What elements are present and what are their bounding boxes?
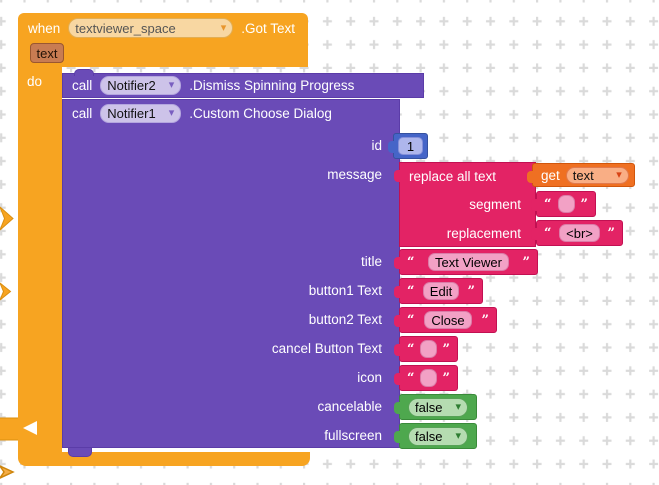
offscreen-block-arrow-middle[interactable] xyxy=(0,282,12,301)
component-dropdown-value: Notifier1 xyxy=(107,105,156,121)
arg-label-message: message xyxy=(327,167,382,182)
replacement-label: replacement xyxy=(446,226,521,241)
boolean-block-cancelable[interactable]: false ▾ xyxy=(394,394,477,420)
component-dropdown-notifier1[interactable]: Notifier1 ▾ xyxy=(100,103,182,123)
chevron-down-icon: ▾ xyxy=(616,168,622,181)
replace-all-text-block[interactable]: replace all text segment replacement xyxy=(394,162,536,247)
statement-connector-bump xyxy=(68,448,92,457)
string-block-replacement[interactable]: “ <br> ” xyxy=(531,220,623,246)
close-quote-icon: ” xyxy=(481,312,489,328)
string-field[interactable]: Text Viewer xyxy=(428,253,509,271)
component-dropdown-notifier2[interactable]: Notifier2 ▾ xyxy=(100,76,182,95)
statement-connector-notch xyxy=(74,69,94,76)
get-keyword: get xyxy=(541,167,560,183)
close-quote-icon: ” xyxy=(522,254,530,270)
arg-label-button1: button1 Text xyxy=(308,283,382,298)
number-field[interactable]: 1 xyxy=(398,137,423,155)
chevron-down-icon: ▾ xyxy=(168,106,175,119)
segment-label: segment xyxy=(469,197,521,212)
chevron-down-icon: ▾ xyxy=(455,400,461,413)
chevron-down-icon: ▾ xyxy=(168,79,175,91)
when-block-left-column[interactable] xyxy=(18,66,62,453)
string-field[interactable]: Close xyxy=(424,311,472,329)
close-quote-icon: ” xyxy=(580,196,588,212)
string-block-icon[interactable]: “ ” xyxy=(394,365,458,391)
open-quote-icon: “ xyxy=(407,312,415,328)
close-quote-icon: ” xyxy=(607,225,615,241)
string-block-title[interactable]: “ Text Viewer ” xyxy=(394,249,538,275)
variable-dropdown[interactable]: text ▾ xyxy=(565,166,629,184)
when-block-bottom-bar[interactable] xyxy=(18,452,310,466)
do-label: do xyxy=(27,74,43,89)
component-dropdown-value: textviewer_space xyxy=(75,20,176,36)
component-dropdown-value: Notifier2 xyxy=(107,78,156,93)
when-keyword: when xyxy=(28,20,61,36)
boolean-dropdown-value: false xyxy=(415,399,443,415)
open-quote-icon: “ xyxy=(544,225,552,241)
string-block-button2[interactable]: “ Close ” xyxy=(394,307,497,333)
component-dropdown-textviewer[interactable]: textviewer_space ▾ xyxy=(68,18,234,38)
when-event-name: .Got Text xyxy=(241,20,296,36)
string-block-button1[interactable]: “ Edit ” xyxy=(394,278,483,304)
boolean-dropdown-value: false xyxy=(415,428,443,444)
string-field[interactable] xyxy=(420,340,437,358)
number-block[interactable]: 1 xyxy=(388,133,428,159)
open-quote-icon: “ xyxy=(407,254,415,270)
get-variable-block[interactable]: get text ▾ xyxy=(527,163,635,187)
when-block-header: when textviewer_space ▾ .Got Text xyxy=(28,17,295,39)
call-dialog-header: call Notifier1 ▾ .Custom Choose Dialog xyxy=(63,100,399,126)
boolean-dropdown[interactable]: false ▾ xyxy=(408,397,468,417)
chevron-down-icon: ▾ xyxy=(455,429,461,442)
call-keyword: call xyxy=(72,105,93,121)
string-field[interactable]: Edit xyxy=(422,282,460,300)
arg-label-fullscreen: fullscreen xyxy=(324,428,382,443)
call-keyword: call xyxy=(72,78,93,93)
event-param-pill[interactable]: text xyxy=(30,43,64,63)
open-quote-icon: “ xyxy=(407,370,415,386)
offscreen-block-arrow-bottom[interactable] xyxy=(0,465,15,479)
string-block-cancel[interactable]: “ ” xyxy=(394,336,458,362)
close-quote-icon: ” xyxy=(467,283,475,299)
close-quote-icon: ” xyxy=(442,370,450,386)
arg-label-button2: button2 Text xyxy=(308,312,382,327)
arg-label-id: id xyxy=(371,138,382,153)
string-field[interactable] xyxy=(420,369,437,387)
close-quote-icon: ” xyxy=(442,341,450,357)
string-field[interactable]: <br> xyxy=(559,224,600,242)
method-name: .Custom Choose Dialog xyxy=(189,105,332,121)
string-field[interactable] xyxy=(557,195,575,213)
boolean-dropdown[interactable]: false ▾ xyxy=(408,426,468,446)
offscreen-block-arrow-top[interactable] xyxy=(0,206,14,231)
method-name: .Dismiss Spinning Progress xyxy=(189,78,355,93)
open-quote-icon: “ xyxy=(407,283,415,299)
call-dialog-block[interactable]: call Notifier1 ▾ .Custom Choose Dialog xyxy=(62,99,400,448)
arg-label-cancel: cancel Button Text xyxy=(271,341,382,356)
replace-label: replace all text xyxy=(409,169,497,184)
open-quote-icon: “ xyxy=(407,341,415,357)
call-dismiss-block[interactable]: call Notifier2 ▾ .Dismiss Spinning Progr… xyxy=(62,73,424,98)
variable-dropdown-value: text xyxy=(572,167,594,183)
arg-label-cancelable: cancelable xyxy=(317,399,382,414)
open-quote-icon: “ xyxy=(544,196,552,212)
string-block-segment[interactable]: “ ” xyxy=(531,191,596,217)
chevron-down-icon: ▾ xyxy=(220,21,227,34)
boolean-block-fullscreen[interactable]: false ▾ xyxy=(394,423,477,449)
arg-label-title: title xyxy=(360,254,382,269)
offscreen-block-notch-icon xyxy=(23,421,37,435)
arg-label-icon: icon xyxy=(357,370,382,385)
